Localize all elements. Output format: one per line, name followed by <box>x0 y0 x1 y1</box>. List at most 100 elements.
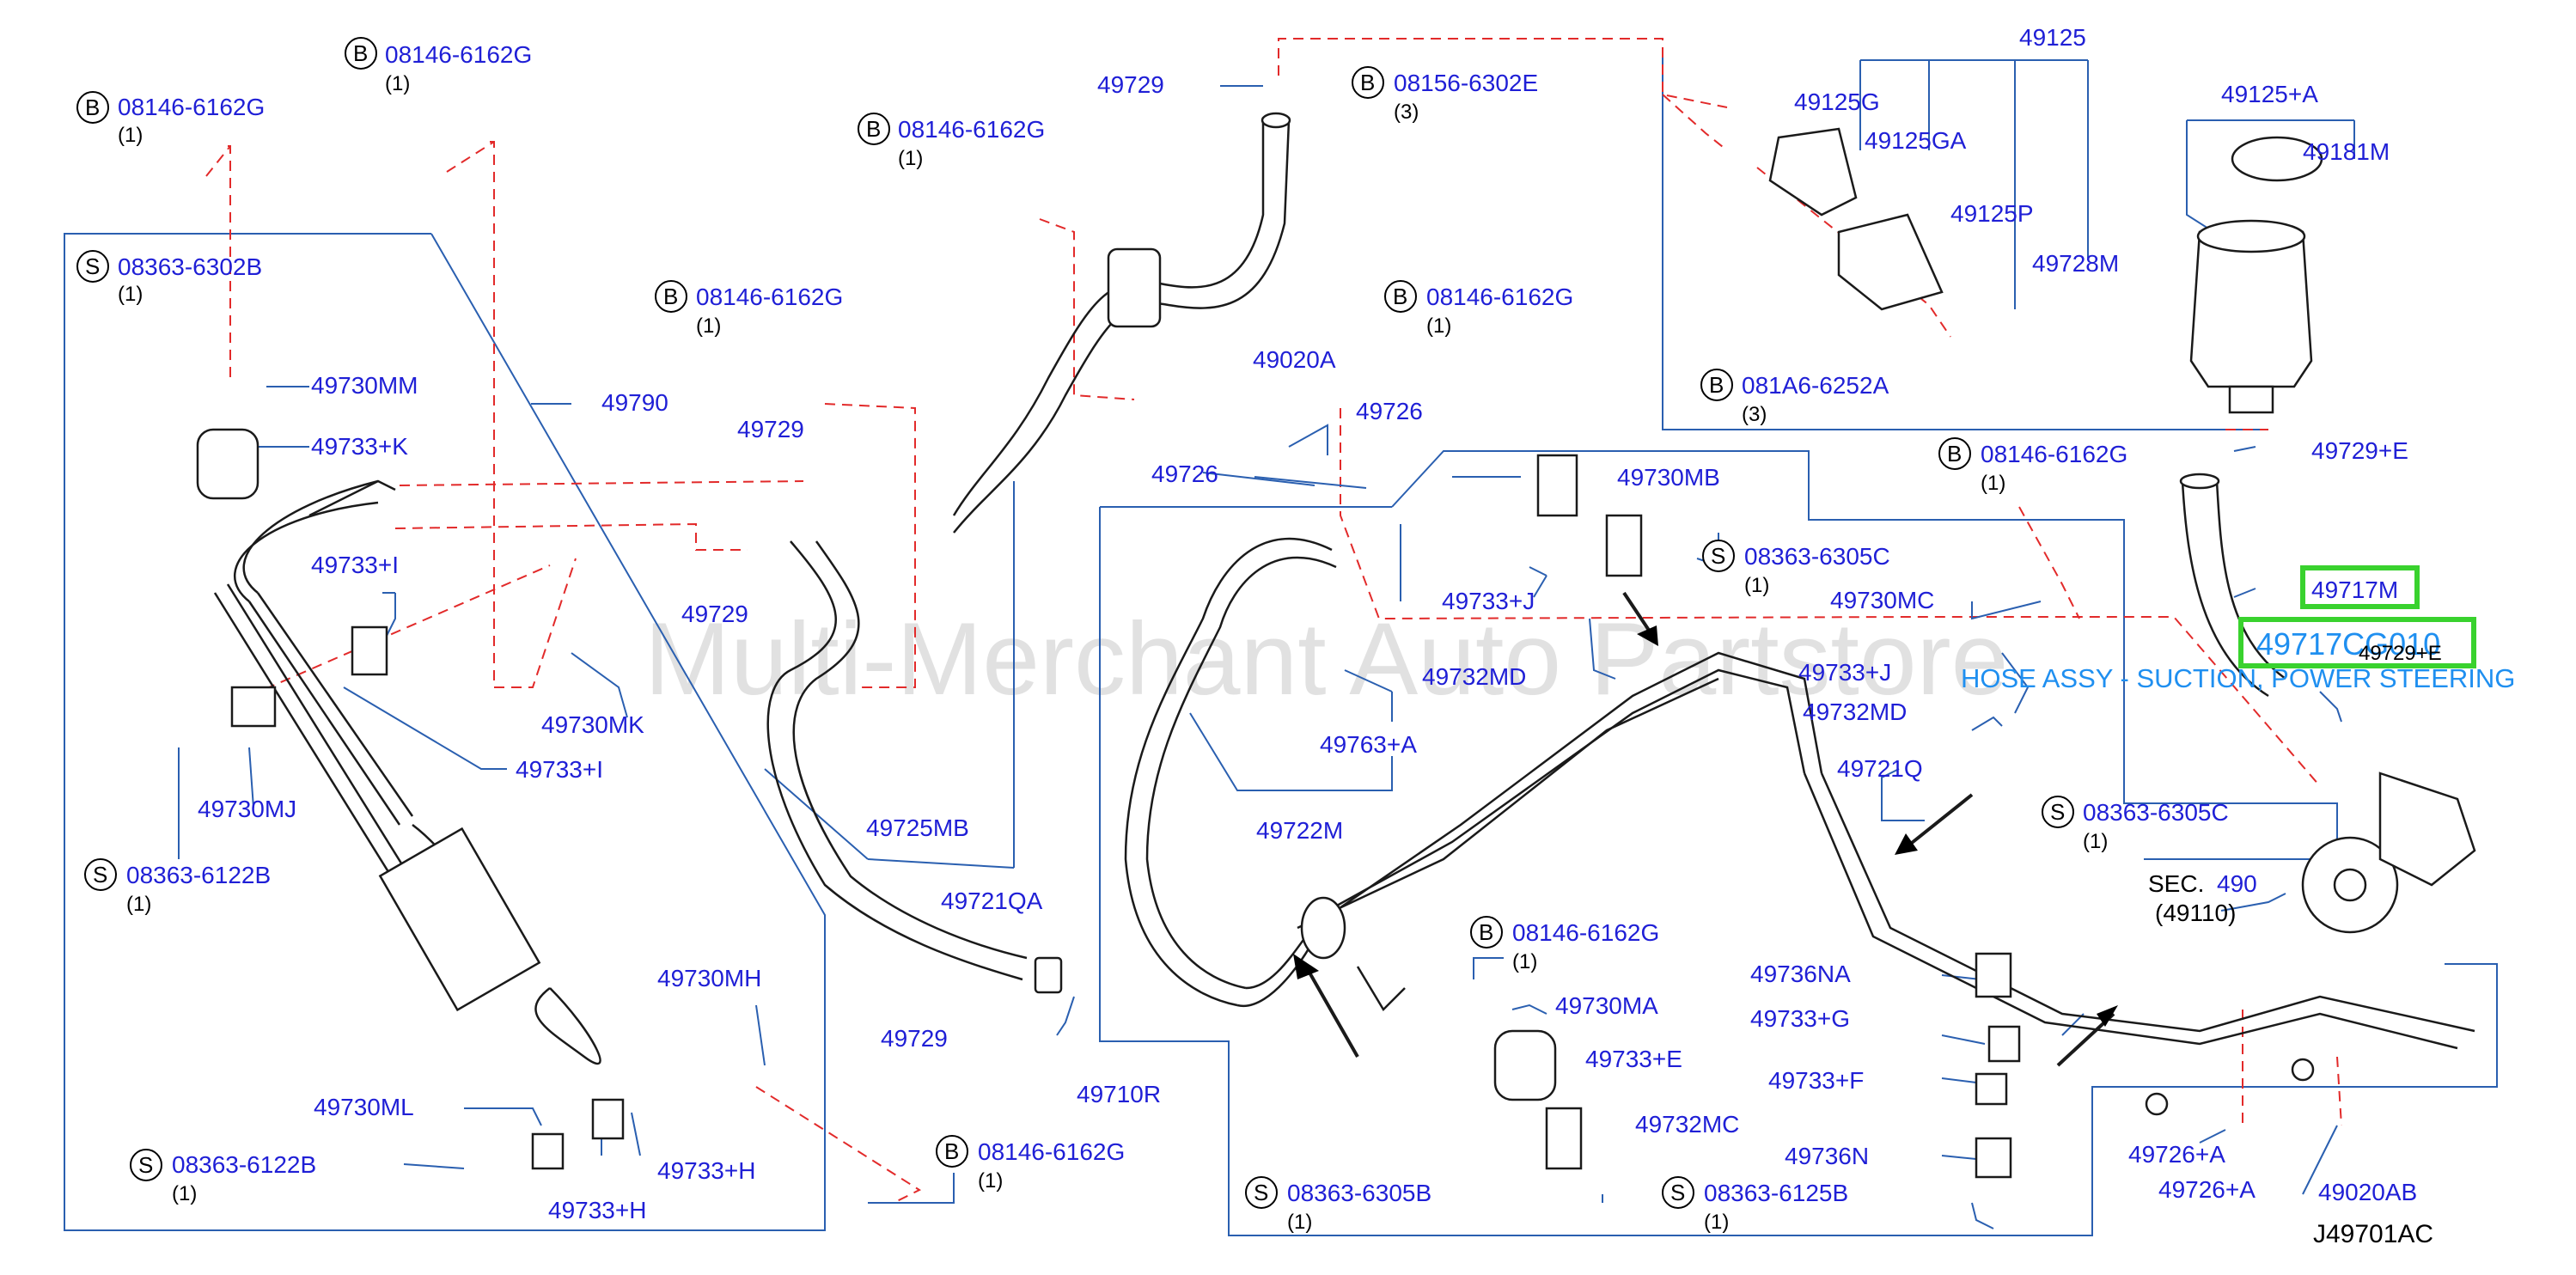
highlighted-part: 49717M 49717CG010 49729+E HOSE ASSY - SU… <box>1961 565 2515 693</box>
callout-screw: S 08363-6125B (1) <box>1662 1176 1848 1234</box>
part-label: 49721Q <box>1837 755 1923 782</box>
svg-text:(1): (1) <box>1704 1211 1729 1234</box>
part-label: 49726+A <box>2128 1141 2225 1168</box>
diagram-code: J49701AC <box>2313 1220 2433 1248</box>
part-label: 49729 <box>737 416 804 442</box>
clamp-49733-k <box>196 428 259 500</box>
grommet-49733-f <box>1975 1072 2008 1106</box>
group-box-49125 <box>1662 47 2268 430</box>
power-steering-pump <box>2301 772 2476 934</box>
highlighted-part-label: 49717M <box>2311 576 2398 603</box>
svg-text:(1): (1) <box>118 124 143 147</box>
svg-text:B: B <box>85 95 100 120</box>
part-label: 49710R <box>1077 1081 1161 1107</box>
part-label: 49729 <box>881 1025 948 1052</box>
svg-text:08146-6162G: 08146-6162G <box>118 94 265 120</box>
callout-bolt: B 08156-6302E (3) <box>1352 66 1538 124</box>
hose-49721qa <box>952 112 1291 534</box>
svg-text:08146-6162G: 08146-6162G <box>1981 441 2127 467</box>
svg-text:B: B <box>1709 372 1724 398</box>
callout-bolt: B 08146-6162G (1) <box>1938 437 2127 495</box>
highlighted-ref: 49729+E <box>2359 642 2442 665</box>
svg-text:B: B <box>353 40 368 66</box>
part-label: 49125 <box>2019 24 2086 51</box>
part-label: 49732MC <box>1635 1111 1739 1138</box>
part-label: 49732MD <box>1422 663 1526 690</box>
svg-text:(1): (1) <box>172 1182 197 1205</box>
reservoir-cap-49181m <box>2231 136 2323 182</box>
part-label: 49730MA <box>1555 992 1658 1019</box>
reservoir-tank-49125-a <box>2189 136 2323 414</box>
part-label: 49181M <box>2303 138 2390 165</box>
svg-text:B: B <box>1947 441 1962 467</box>
svg-text:08363-6305C: 08363-6305C <box>1744 543 1890 570</box>
svg-text:S: S <box>85 253 100 279</box>
svg-text:(1): (1) <box>1287 1211 1312 1234</box>
svg-text:(3): (3) <box>1394 101 1419 124</box>
clamp-49733-e <box>1493 1029 1557 1101</box>
svg-text:490: 490 <box>2217 870 2257 897</box>
svg-text:(1): (1) <box>1426 314 1451 338</box>
part-label: 49790 <box>601 389 668 416</box>
svg-text:B: B <box>1360 70 1375 95</box>
svg-text:08363-6122B: 08363-6122B <box>172 1151 316 1178</box>
svg-text:(1): (1) <box>126 893 151 916</box>
svg-text:08363-6302B: 08363-6302B <box>118 253 262 280</box>
svg-text:(1): (1) <box>1512 950 1537 973</box>
part-label: 49721QA <box>941 888 1043 914</box>
clamp-49736n <box>1975 1137 2012 1179</box>
part-label: 49726 <box>1356 398 1423 424</box>
svg-text:08363-6305C: 08363-6305C <box>2083 799 2229 826</box>
part-label: 49733+J <box>1442 588 1535 614</box>
callout-bolt: B 08146-6162G (1) <box>345 37 532 95</box>
svg-text:(1): (1) <box>1981 472 2005 495</box>
part-label: 49728M <box>2032 250 2119 277</box>
callout-screw: S 08363-6305C (1) <box>2042 796 2229 853</box>
part-label: 49733+E <box>1585 1046 1682 1072</box>
svg-text:08363-6305B: 08363-6305B <box>1287 1180 1431 1206</box>
part-label: 49726 <box>1151 461 1218 487</box>
part-label: 49725MB <box>866 814 969 841</box>
part-label: 49733+F <box>1768 1067 1864 1094</box>
svg-text:B: B <box>1479 919 1493 945</box>
svg-text:B: B <box>1393 284 1407 309</box>
part-label: 49763+A <box>1320 731 1417 758</box>
svg-text:08146-6162G: 08146-6162G <box>898 116 1045 143</box>
direction-arrows <box>1293 591 2118 1067</box>
svg-text:08363-6125B: 08363-6125B <box>1704 1180 1848 1206</box>
part-label: 49125+A <box>2221 81 2318 107</box>
svg-text:B: B <box>866 116 881 142</box>
svg-text:08146-6162G: 08146-6162G <box>1426 284 1573 310</box>
svg-text:(1): (1) <box>978 1169 1003 1193</box>
highlighted-part-description: HOSE ASSY - SUCTION, POWER STEERING <box>1961 663 2515 693</box>
svg-text:S: S <box>2050 799 2065 825</box>
part-label: 49733+I <box>311 552 399 578</box>
part-label: 49729+E <box>2311 437 2408 464</box>
svg-text:08146-6162G: 08146-6162G <box>978 1138 1125 1165</box>
svg-text:(1): (1) <box>385 72 410 95</box>
return-hose-49725mb <box>766 540 1063 994</box>
clamp-49732mc <box>1545 1107 1583 1170</box>
svg-text:(1): (1) <box>118 283 143 306</box>
section-reference: SEC. 490 (49110) <box>2148 870 2257 926</box>
part-label: 49730MK <box>541 711 644 738</box>
clamp-49736na <box>1975 952 2012 998</box>
part-label: 49726+A <box>2158 1176 2256 1203</box>
part-label: 49729 <box>1097 71 1164 98</box>
part-label: 49020A <box>1253 346 1336 373</box>
svg-text:08363-6122B: 08363-6122B <box>126 862 271 888</box>
pressure-pipe-49722m <box>1124 537 2475 1050</box>
svg-text:S: S <box>1670 1180 1685 1205</box>
callout-bolt: B 08146-6162G (1) <box>1384 280 1573 338</box>
clamp-49733-j <box>1605 514 1643 577</box>
part-label: 49722M <box>1256 817 1343 844</box>
grommet-49733-h <box>591 1098 625 1140</box>
part-label: 49020AB <box>2318 1179 2417 1205</box>
svg-text:S: S <box>93 862 107 888</box>
svg-text:08146-6162G: 08146-6162G <box>1512 919 1659 946</box>
callout-screw: S 08363-6305C (1) <box>1702 540 1890 597</box>
svg-text:(49110): (49110) <box>2155 900 2236 926</box>
bracket-49125ga <box>1837 213 1944 311</box>
callout-bolt: B 08146-6162G (1) <box>858 113 1045 170</box>
